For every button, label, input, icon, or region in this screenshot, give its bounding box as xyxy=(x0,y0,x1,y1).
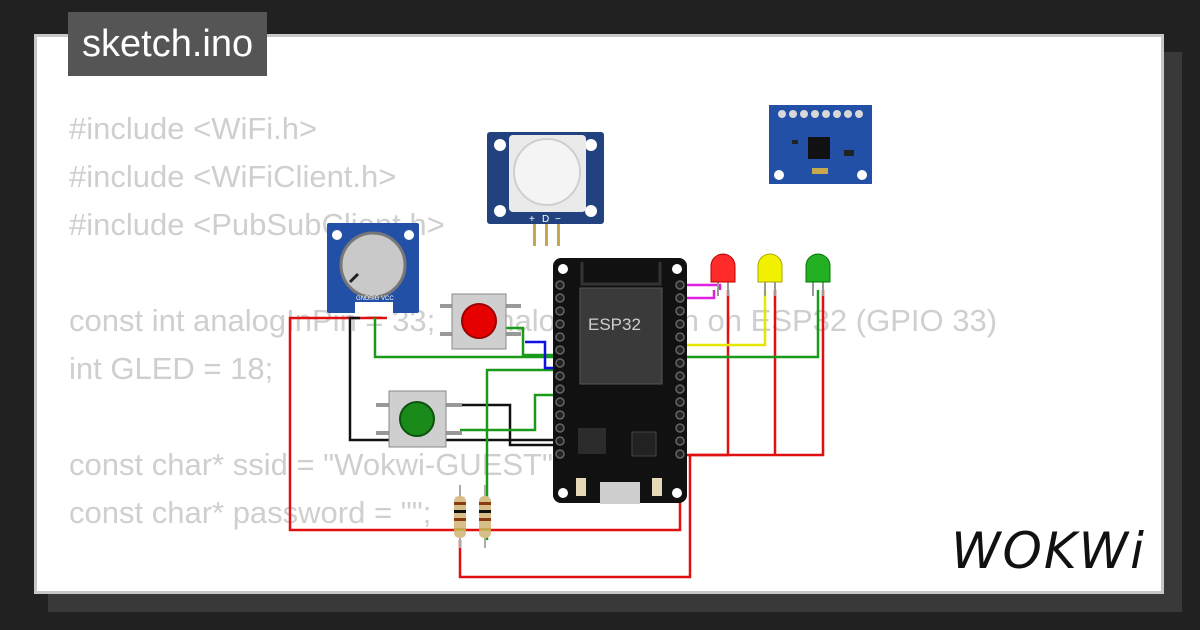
esp32-board[interactable]: ESP32 xyxy=(553,258,687,504)
pir-pin-label: − xyxy=(555,214,561,225)
wire-green-btn3 xyxy=(460,393,560,432)
wire-blue xyxy=(525,340,560,370)
wire-yellow-led xyxy=(680,290,767,347)
wire-magenta-led-b xyxy=(680,290,716,300)
wire-black-pot xyxy=(348,316,555,442)
file-tab[interactable]: sketch.ino xyxy=(68,12,268,76)
wire-red-led1 xyxy=(690,290,730,457)
wire-magenta-led xyxy=(680,283,722,290)
led-yellow[interactable] xyxy=(757,253,783,296)
resistor-1[interactable] xyxy=(454,485,466,548)
led-green[interactable] xyxy=(805,253,831,296)
resistor-2[interactable] xyxy=(479,485,491,548)
pot-pin-label: SIG xyxy=(369,296,380,302)
led-red[interactable] xyxy=(710,253,736,296)
pir-pin-label: D xyxy=(542,214,549,225)
wire-red-led3 xyxy=(690,290,825,457)
wire-black-btn xyxy=(455,403,555,447)
esp32-label: ESP32 xyxy=(588,315,641,334)
wire-red-pot xyxy=(288,316,682,532)
code-background: #include <WiFi.h> #include <WiFiClient.h>… xyxy=(69,105,997,591)
green-pushbutton[interactable] xyxy=(376,390,462,448)
potentiometer[interactable]: GND SIG VCC xyxy=(327,223,419,314)
code-line: #include <WiFi.h> xyxy=(69,111,318,146)
pir-sensor[interactable]: + D − xyxy=(487,132,604,246)
red-pushbutton[interactable] xyxy=(440,293,521,350)
pot-pin-label: GND xyxy=(356,296,370,302)
esp32-right-pins xyxy=(675,280,685,459)
wokwi-logo: WOKWi xyxy=(951,522,1146,580)
pir-pin-label: + xyxy=(529,214,535,225)
wires xyxy=(288,283,825,579)
wire-green-btn2 xyxy=(485,368,555,540)
mpu6050-sensor[interactable] xyxy=(769,105,872,184)
wire-green-led xyxy=(680,290,820,359)
pot-pin-label: VCC xyxy=(381,296,394,302)
wire-green-pot xyxy=(373,318,560,359)
code-line: int GLED = 18; xyxy=(69,351,274,386)
esp32-left-pins xyxy=(555,280,565,459)
code-line: #include <WiFiClient.h> xyxy=(69,159,397,194)
code-line: const char* password = ""; xyxy=(69,495,432,530)
code-line: const char* ssid = "Wokwi-GUEST"; xyxy=(69,447,562,482)
wire-green-btn1 xyxy=(500,326,560,357)
